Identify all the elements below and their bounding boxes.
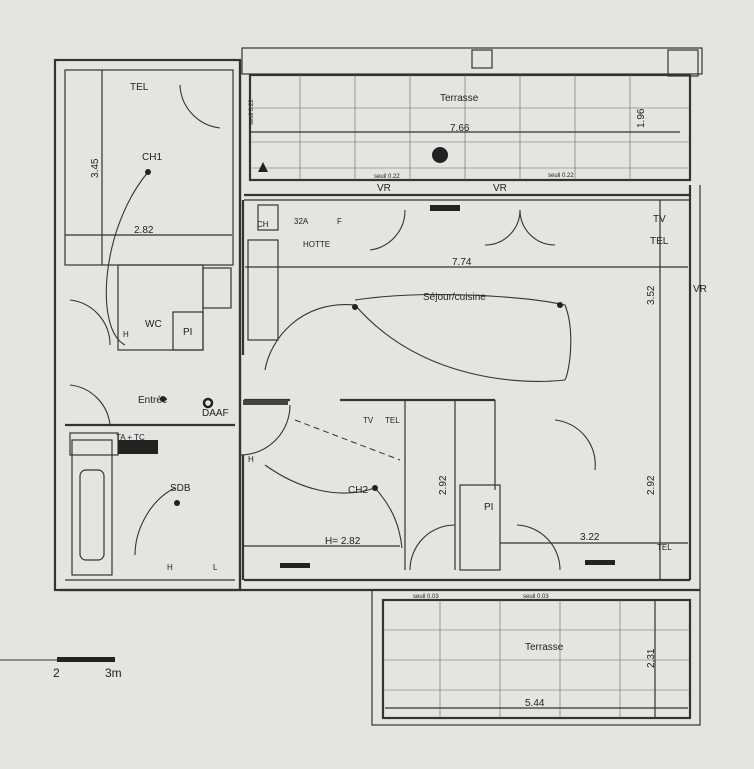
dim-living-depth: 3.52 [646, 285, 657, 305]
annotation-sill-2: seuil 0.22 [374, 174, 400, 180]
annotation-h-bath: H [167, 563, 173, 572]
room-label-terrace-bottom: Terrasse [525, 642, 564, 653]
room-label-ch2: CH2 [348, 485, 368, 496]
dim-living-lower-width: 3.22 [580, 532, 600, 543]
scale-bar: 2 3m [0, 657, 122, 680]
annotation-vr-3: VR [693, 284, 707, 295]
dim-ch2-sill: H= 2.82 [325, 536, 361, 547]
dim-ch2-height: 2.92 [438, 475, 449, 495]
room-label-ch1: CH1 [142, 152, 162, 163]
annotation-l-bath: L [213, 563, 218, 572]
room-label-wc: WC [145, 319, 162, 330]
annotation-h-ch2: H [248, 455, 254, 464]
annotation-tel-living: TEL [650, 236, 669, 247]
annotation-32a: 32A [294, 217, 309, 226]
dim-terrace-bottom-width: 5.44 [525, 698, 545, 709]
door-swings [69, 84, 615, 571]
room-label-living: Séjour/cuisine [423, 292, 486, 303]
room-label-sdb: SDB [170, 483, 191, 494]
dim-living-width: 7.74 [452, 257, 472, 268]
annotation-sill-1: seuil 0.22 [249, 99, 255, 125]
scale-label-2: 2 [53, 666, 60, 680]
annotation-tel-lower: TEL [657, 543, 672, 552]
dimension-lines [65, 70, 688, 580]
dim-terrace-top-width: 7.66 [450, 123, 470, 134]
room-label-terrace-top: Terrasse [440, 93, 479, 104]
annotation-h-wc: H [123, 330, 129, 339]
annotation-fridge: F [337, 217, 342, 226]
scale-label-3m: 3m [105, 666, 122, 680]
annotation-sill-4: seuil 0.03 [413, 594, 439, 600]
annotation-vr-1: VR [377, 183, 391, 194]
annotation-tv-living: TV [653, 214, 666, 225]
annotation-sill-3: seuil 0.22 [548, 173, 574, 179]
closet-label-wc: PI [183, 327, 192, 338]
annotation-panel: TA + TC [116, 433, 145, 442]
dim-ch1-width: 2.82 [134, 225, 154, 236]
dim-terrace-bottom-depth: 2.31 [646, 648, 657, 668]
dim-living-lower-height: 2.92 [646, 475, 657, 495]
annotation-tv-ch2: TV [363, 416, 374, 425]
annotation-daaf: DAAF [202, 408, 229, 419]
dim-ch1-height: 3.45 [90, 158, 101, 178]
annotation-sill-5: seuil 0.03 [523, 594, 549, 600]
room-label-entry: Entrée [138, 395, 168, 406]
closet-label-ch2: PI [484, 502, 493, 513]
annotation-hotte: HOTTE [303, 240, 330, 249]
annotation-tel-ch2: TEL [385, 416, 400, 425]
annotation-cooktop: CH [257, 220, 269, 229]
dim-terrace-top-depth: 1.96 [636, 108, 647, 128]
terrace-top [241, 47, 703, 182]
annotation-vr-2: VR [493, 183, 507, 194]
terrace-bottom [371, 589, 701, 726]
annotation-tel-ch1: TEL [130, 82, 149, 93]
